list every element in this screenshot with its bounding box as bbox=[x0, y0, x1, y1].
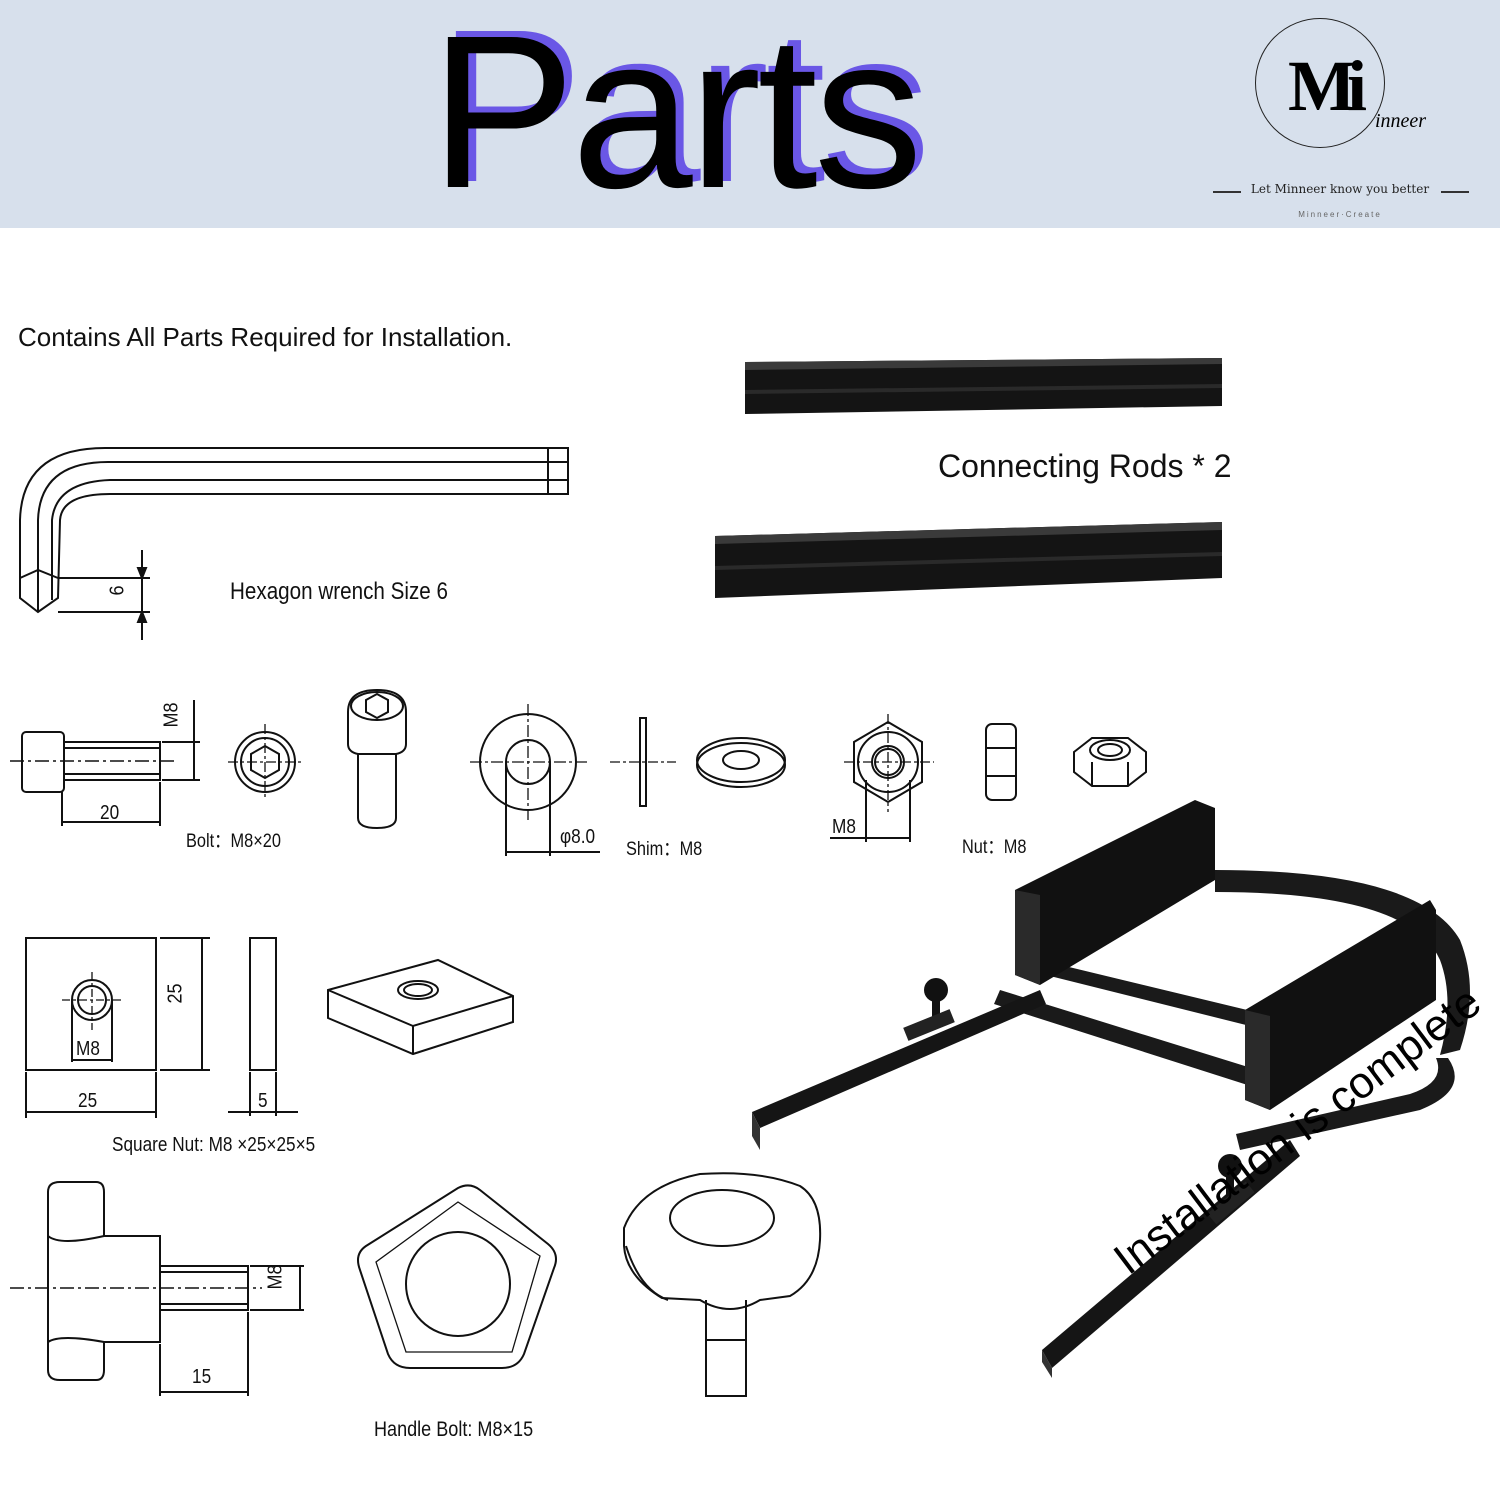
square-nut-front-drawing bbox=[25, 937, 210, 1118]
shim-side-drawing bbox=[610, 717, 786, 807]
page-title-shadow: Parts bbox=[438, 0, 931, 228]
logo-rule-right bbox=[1441, 191, 1469, 193]
shim-label: Shim：M8 bbox=[626, 839, 703, 860]
handle-bolt-thread-dim: M8 bbox=[264, 1264, 287, 1290]
bolt-side-drawing bbox=[10, 700, 200, 826]
handle-bolt-side-drawing bbox=[10, 1181, 304, 1396]
logo-letter-i: i bbox=[1347, 46, 1368, 126]
hex-wrench-drawing bbox=[19, 447, 569, 640]
square-nut-hole-dim: M8 bbox=[76, 1038, 100, 1060]
square-nut-height-dim: 25 bbox=[164, 983, 187, 1004]
square-nut-width-dim: 25 bbox=[78, 1090, 98, 1112]
bolt-3d-drawing bbox=[347, 688, 407, 830]
assembled-stand bbox=[752, 800, 1470, 1378]
handle-bolt-length-dim: 15 bbox=[192, 1366, 212, 1388]
bolt-length-dim: 20 bbox=[100, 802, 120, 824]
nut-dim: M8 bbox=[832, 816, 856, 838]
logo-wordmark: inneer bbox=[1375, 110, 1427, 132]
handle-bolt-label: Handle Bolt: M8×15 bbox=[374, 1418, 534, 1441]
nut-front-drawing bbox=[830, 714, 934, 842]
hex-wrench-dim: 6 bbox=[106, 585, 129, 596]
logo-ring bbox=[1255, 18, 1385, 148]
page-title: Parts Parts bbox=[430, 0, 1070, 234]
page-title-text: Parts bbox=[430, 0, 923, 234]
star-knob-top-drawing bbox=[357, 1184, 557, 1369]
intro-text: Contains All Parts Required for Installa… bbox=[18, 322, 513, 352]
square-nut-side-drawing bbox=[228, 937, 514, 1116]
star-knob-3d-drawing bbox=[623, 1172, 822, 1397]
logo-tagline: Let Minneer know you better bbox=[1250, 182, 1430, 196]
bolt-label: Bolt：M8×20 bbox=[186, 831, 281, 852]
logo-letter-m: M bbox=[1288, 46, 1356, 126]
shim-dim: φ8.0 bbox=[560, 826, 596, 848]
connecting-rods bbox=[715, 358, 1222, 598]
logo-rule-left bbox=[1213, 191, 1241, 193]
nut-side-drawing bbox=[985, 723, 1147, 801]
header-banner bbox=[0, 0, 1500, 228]
square-nut-label: Square Nut: M8 ×25×25×5 bbox=[112, 1134, 316, 1156]
shim-front-drawing bbox=[470, 704, 600, 856]
bolt-top-drawing bbox=[228, 724, 302, 800]
connecting-rods-label: Connecting Rods * 2 bbox=[938, 448, 1232, 484]
square-nut-thickness-dim: 5 bbox=[258, 1090, 268, 1112]
brand-logo: M i inneer Let Minneer know you better M… bbox=[1205, 10, 1485, 225]
hex-wrench-label: Hexagon wrench Size 6 bbox=[230, 578, 448, 605]
logo-subtitle: Minneer·Create bbox=[1298, 210, 1382, 219]
nut-label: Nut：M8 bbox=[962, 837, 1027, 858]
bolt-thread-dim: M8 bbox=[160, 702, 183, 728]
